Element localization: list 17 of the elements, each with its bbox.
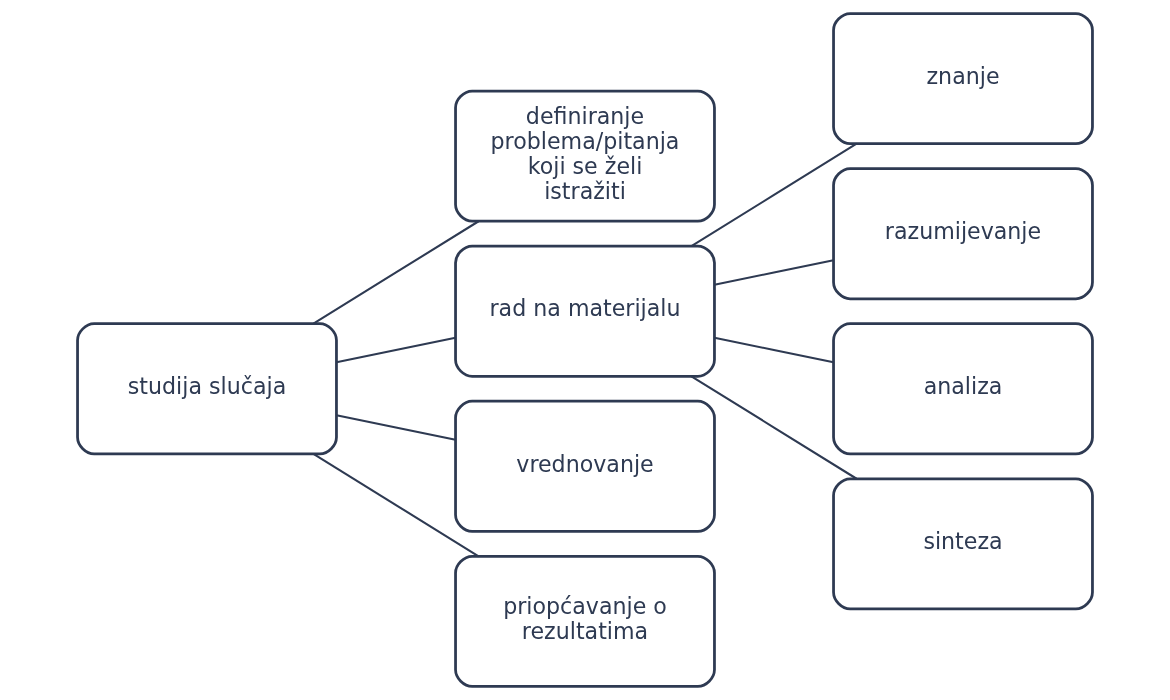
connector (312, 220, 480, 325)
connector (714, 336, 834, 364)
node-box: vrednovanje (454, 399, 716, 533)
connector (690, 375, 858, 480)
node-box: sinteza (832, 477, 1094, 611)
connector (714, 259, 834, 286)
node-box: rad na materijalu (454, 244, 716, 378)
connector (690, 142, 858, 247)
node-box: analiza (832, 322, 1094, 456)
node-box: studija slučaja (76, 322, 338, 456)
connector (336, 414, 456, 441)
node-box: razumijevanje (832, 167, 1094, 301)
node-box: priopćavanje o rezultatima (454, 554, 716, 688)
connector (336, 336, 456, 364)
node-box: definiranje problema/pitanja koji se želi istražiti (454, 89, 716, 223)
connector (312, 453, 480, 558)
node-box: znanje (832, 12, 1094, 146)
